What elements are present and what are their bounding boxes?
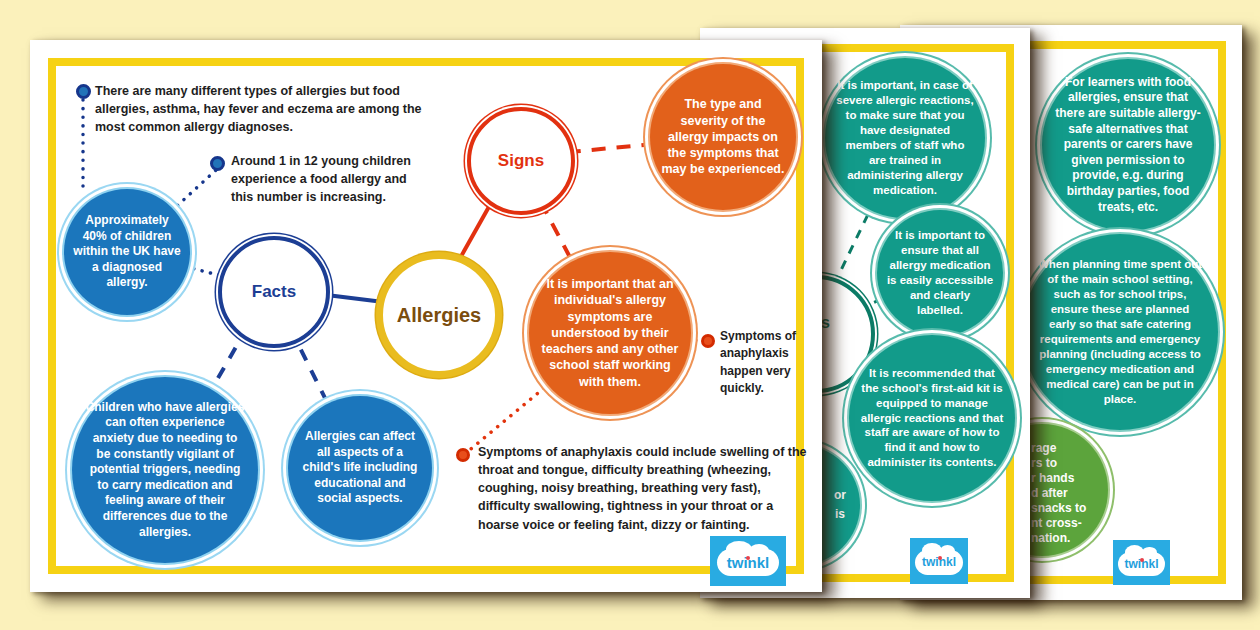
bubble-medication-accessible: It is important to ensure that all aller…	[877, 210, 1003, 336]
bubble-school-trip-planning: When planning time spent out of the main…	[1022, 234, 1218, 430]
bubble-partial-fragment-text: or is	[824, 486, 856, 524]
page-1: There are many different types of allerg…	[30, 40, 822, 592]
signs-node: Signs	[467, 107, 575, 215]
bullet-pin-icon	[210, 156, 225, 171]
bubble-allergy-safe-alternatives: For learners with food allergies, ensure…	[1042, 59, 1214, 231]
bullet-dot-icon	[456, 448, 470, 462]
note-anaphylaxis-symptoms: Symptoms of anaphylaxis could include sw…	[478, 443, 816, 534]
bubble-text: For learners with food allergies, ensure…	[1054, 75, 1202, 215]
signs-label: Signs	[498, 151, 544, 171]
twinkl-cloud-icon: twinkl	[1118, 552, 1165, 576]
allergies-label: Allergies	[397, 304, 481, 327]
bubble-text: It is important to ensure that all aller…	[886, 228, 994, 318]
bubble-text: It is important, in case of severe aller…	[836, 78, 974, 198]
note-allergy-types: There are many different types of allerg…	[95, 82, 425, 136]
bubble-hand-washing-fragment-text: rage rs to r hands d after snacks to nt …	[1031, 441, 1111, 546]
bubble-uk-diagnosed-allergy: Approximately 40% of children within the…	[64, 189, 190, 315]
note-1-in-12: Around 1 in 12 young children experience…	[231, 152, 423, 206]
allergies-hub-node: Allergies	[376, 252, 502, 378]
twinkl-logo: twinkl	[710, 536, 786, 586]
bubble-text: Approximately 40% of children within the…	[73, 213, 181, 291]
bubble-text: Children who have allergies can often ex…	[85, 400, 245, 540]
bullet-dot-icon	[701, 334, 715, 348]
bubble-text: It is important that an individual's all…	[540, 276, 679, 390]
bubble-trained-staff: It is important, in case of severe aller…	[825, 58, 985, 218]
bubble-symptoms-understood: It is important that an individual's all…	[529, 252, 691, 414]
note-anaphylaxis-quickly: Symptoms of anaphylaxis happen very quic…	[720, 328, 808, 398]
bubble-text: It is recommended that the school's firs…	[861, 366, 1004, 471]
facts-node: Facts	[218, 236, 330, 348]
bubble-text: Allergies can affect all aspects of a ch…	[298, 429, 422, 507]
bubble-first-aid-kit: It is recommended that the school's firs…	[849, 335, 1015, 501]
bubble-type-severity: The type and severity of the allergy imp…	[650, 64, 796, 210]
twinkl-logo: twinkl	[910, 538, 968, 584]
twinkl-logo: twinkl	[1113, 540, 1170, 585]
bubble-child-life-aspects: Allergies can affect all aspects of a ch…	[288, 396, 432, 540]
facts-label: Facts	[252, 282, 296, 302]
bubble-allergy-anxiety: Children who have allergies can often ex…	[72, 377, 258, 563]
bubble-text: When planning time spent out of the main…	[1036, 257, 1205, 406]
bullet-pin-icon	[76, 84, 91, 99]
twinkl-cloud-icon: twinkl	[717, 549, 779, 576]
twinkl-cloud-icon: twinkl	[915, 550, 963, 575]
page2-hub-label-fragment: s	[821, 314, 830, 332]
bubble-text: The type and severity of the allergy imp…	[660, 96, 786, 177]
